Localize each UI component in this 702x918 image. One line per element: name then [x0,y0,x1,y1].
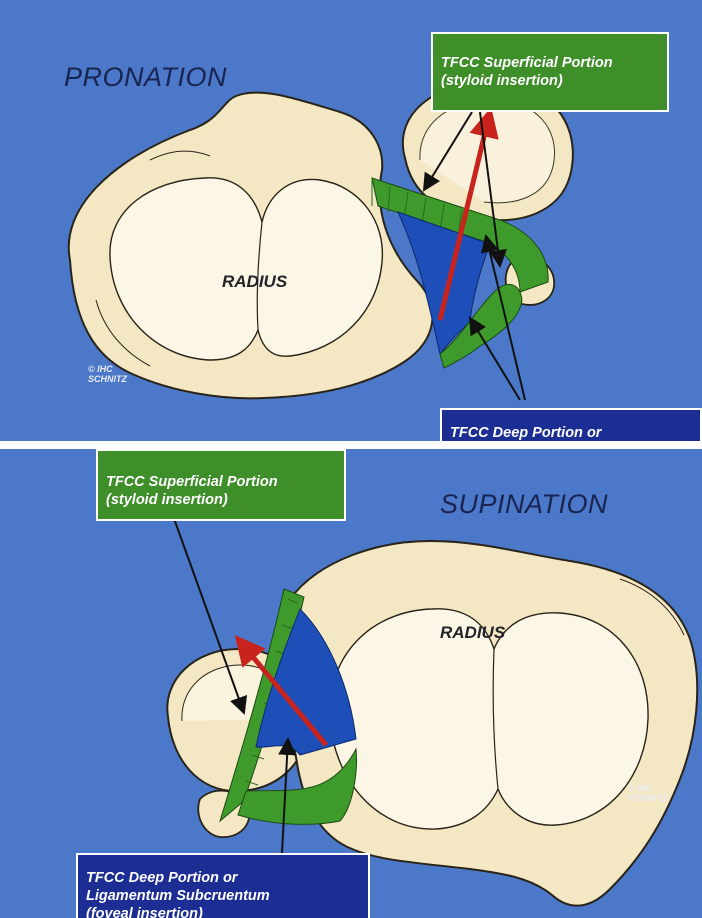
deep-portion-callout: TFCC Deep Portion or [440,408,702,441]
pronation-title: PRONATION [64,62,227,93]
radius-label: RADIUS [222,272,287,292]
callout-line: TFCC Superficial Portion [441,54,659,72]
supination-panel: SUPINATION RADIUS © IHC SCHNITZ TFCC Sup… [0,449,702,918]
callout-line: TFCC Superficial Portion [106,473,336,491]
callout-line: Ligamentum Subcruentum [86,887,360,905]
superficial-portion-callout: TFCC Superficial Portion (styloid insert… [96,449,346,521]
copyright-credit: © IHC SCHNITZ [88,364,127,384]
supination-title: SUPINATION [440,489,608,520]
credit-line: © IHC [628,783,667,793]
credit-line: © IHC [88,364,127,374]
credit-line: SCHNITZ [88,374,127,384]
pronation-panel: PRONATION RADIUS © IHC SCHNITZ TFCC Supe… [0,0,702,441]
callout-line: TFCC Deep Portion or [86,869,360,887]
callout-line: (styloid insertion) [441,72,659,90]
radius-label: RADIUS [440,623,505,643]
deep-portion-callout: TFCC Deep Portion or Ligamentum Subcruen… [76,853,370,918]
credit-line: SCHNITZ [628,793,667,803]
callout-line: (foveal insertion) [86,905,360,918]
callout-line: TFCC Deep Portion or [450,424,692,441]
callout-line: (styloid insertion) [106,491,336,509]
superficial-portion-callout: TFCC Superficial Portion (styloid insert… [431,32,669,112]
copyright-credit: © IHC SCHNITZ [628,783,667,803]
